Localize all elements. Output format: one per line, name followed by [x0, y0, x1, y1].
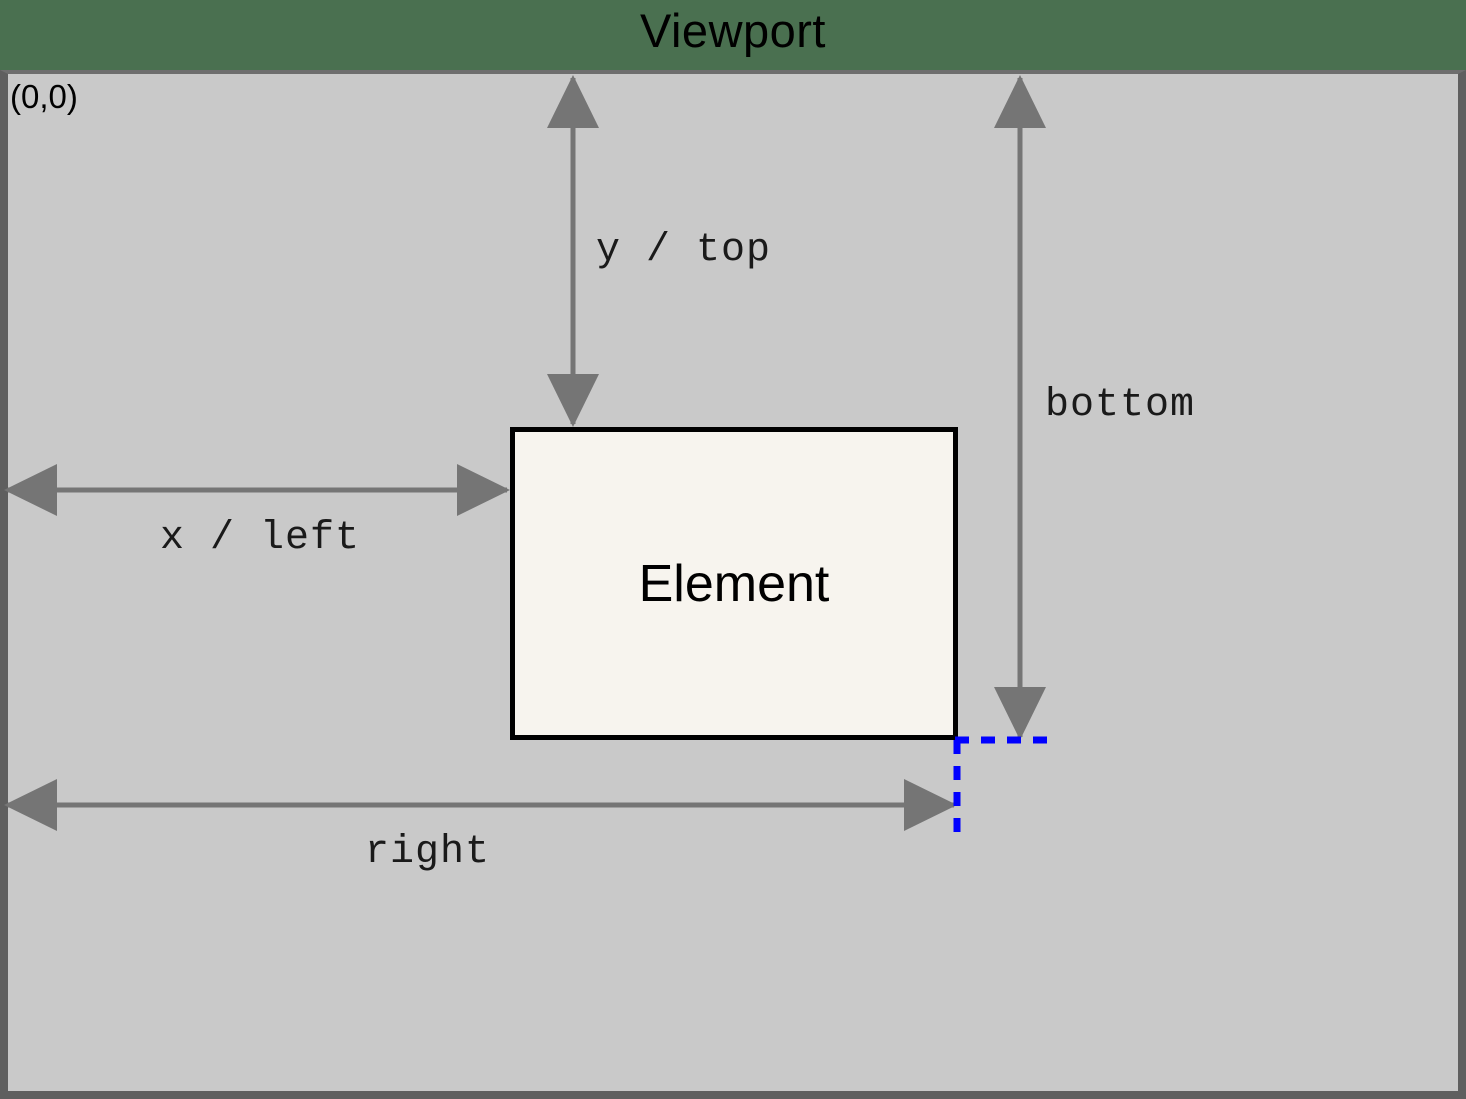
measure-label-right: right [365, 830, 491, 875]
measure-label-bottom: bottom [1045, 383, 1196, 428]
element-box: Element [510, 427, 958, 740]
measure-label-x-left: x / left [160, 516, 361, 561]
measure-label-y-top: y / top [596, 228, 772, 273]
element-label: Element [638, 554, 830, 613]
viewport-title: Viewport [639, 4, 826, 57]
origin-coordinate-label: (0,0) [10, 78, 78, 115]
